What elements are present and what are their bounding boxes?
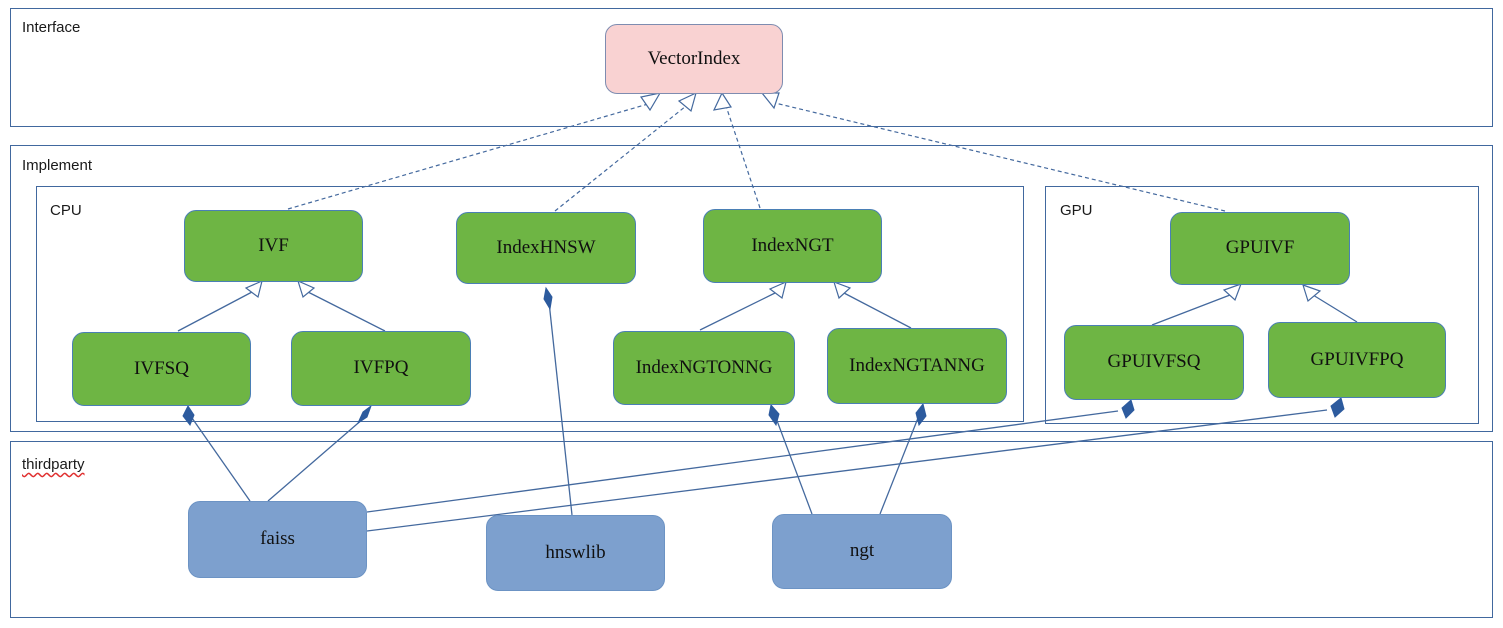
node-ngt[interactable]: ngt <box>772 514 952 589</box>
container-gpu-label: GPU <box>1060 202 1093 219</box>
node-indexngt-label: IndexNGT <box>751 234 834 256</box>
node-ivfsq-label: IVFSQ <box>134 357 189 379</box>
node-ivfpq-label: IVFPQ <box>353 357 409 379</box>
node-indexngtanng[interactable]: IndexNGTANNG <box>827 328 1007 404</box>
node-faiss[interactable]: faiss <box>188 501 367 578</box>
node-indexngt[interactable]: IndexNGT <box>703 209 882 283</box>
node-faiss-label: faiss <box>260 528 295 550</box>
container-thirdparty-label: thirdparty <box>22 456 85 473</box>
node-hnswlib-label: hnswlib <box>545 541 606 563</box>
node-indexngtonng[interactable]: IndexNGTONNG <box>613 331 795 405</box>
node-indexngtanng-label: IndexNGTANNG <box>849 354 985 376</box>
node-ivfpq[interactable]: IVFPQ <box>291 331 471 406</box>
node-ivf-label: IVF <box>258 234 289 256</box>
node-gpuivfpq-label: GPUIVFPQ <box>1310 348 1404 370</box>
node-vectorindex[interactable]: VectorIndex <box>605 24 783 94</box>
node-gpuivfsq-label: GPUIVFSQ <box>1107 351 1201 373</box>
node-indexngtonng-label: IndexNGTONNG <box>635 356 773 378</box>
node-gpuivf-label: GPUIVF <box>1225 237 1295 259</box>
node-ivf[interactable]: IVF <box>184 210 363 282</box>
node-ivfsq[interactable]: IVFSQ <box>72 332 251 406</box>
container-interface-label: Interface <box>22 19 81 36</box>
node-indexhnsw-label: IndexHNSW <box>496 236 596 258</box>
node-hnswlib[interactable]: hnswlib <box>486 515 665 591</box>
node-gpuivfpq[interactable]: GPUIVFPQ <box>1268 322 1446 398</box>
node-indexhnsw[interactable]: IndexHNSW <box>456 212 636 284</box>
container-cpu-label: CPU <box>50 202 82 219</box>
node-ngt-label: ngt <box>849 540 875 562</box>
node-gpuivfsq[interactable]: GPUIVFSQ <box>1064 325 1244 400</box>
node-vectorindex-label: VectorIndex <box>647 47 741 69</box>
container-implement-label: Implement <box>22 157 93 174</box>
node-gpuivf[interactable]: GPUIVF <box>1170 212 1350 285</box>
